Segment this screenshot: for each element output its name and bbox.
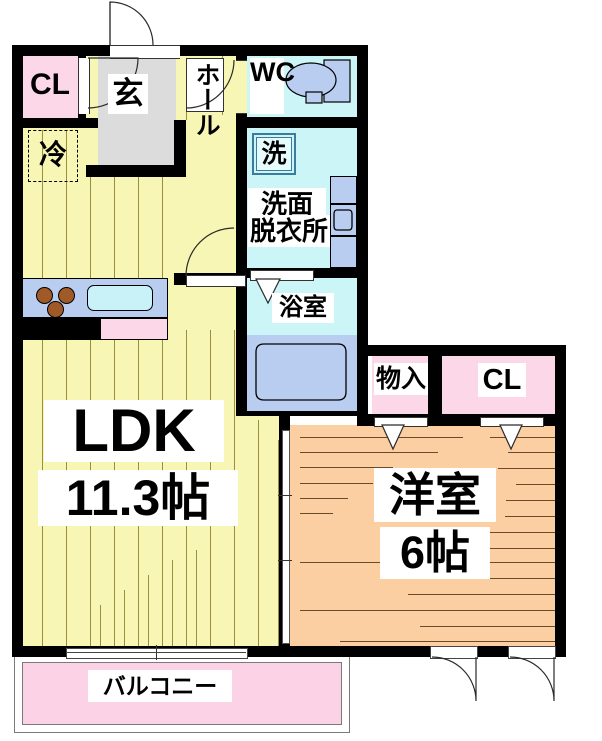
bath-door-opening[interactable] xyxy=(250,270,314,281)
floor-grain xyxy=(516,484,566,485)
wall-genkan-bottom xyxy=(86,165,186,177)
floor-grain xyxy=(490,532,566,533)
storage-monoire-label: 物入 xyxy=(374,363,428,395)
vanity-counter-bottom xyxy=(330,236,357,268)
bedroom-window-right-swing xyxy=(509,656,555,702)
refrigerator-label: 冷 xyxy=(38,139,67,170)
ldk-label: LDK xyxy=(44,400,224,462)
wall-wc-bottom xyxy=(236,117,368,128)
bathtub xyxy=(255,343,347,401)
closet-entry-door[interactable] xyxy=(78,58,90,114)
wc-label: WC xyxy=(250,58,295,114)
floor-grain xyxy=(300,467,393,468)
floor-grain xyxy=(278,440,279,647)
wall-top xyxy=(180,45,368,56)
floor-grain xyxy=(490,437,566,438)
floor-grain xyxy=(340,641,566,642)
hall-ldk-door[interactable] xyxy=(186,275,246,287)
bath-door-marker xyxy=(255,278,281,305)
floor-grain xyxy=(506,500,566,501)
floor-grain xyxy=(300,483,373,484)
closet-entry-label: CL xyxy=(30,68,70,101)
entrance-door-opening[interactable] xyxy=(110,45,180,59)
floor-grain xyxy=(420,626,566,627)
floor-grain xyxy=(124,590,125,647)
entrance-door-swing xyxy=(109,1,154,46)
closet-bedroom-label: CL xyxy=(478,363,526,397)
bedroom-label: 洋室 xyxy=(374,468,496,522)
floor-grain xyxy=(438,578,566,579)
kitchen-cabinet xyxy=(100,318,168,340)
floor-grain xyxy=(148,575,149,647)
storage-monoire-marker xyxy=(381,424,405,451)
floor-grain xyxy=(300,452,438,453)
bedroom-size-label: 6帖 xyxy=(380,527,490,579)
sliding-door-rail-mark xyxy=(278,560,292,561)
closet-bedroom-marker xyxy=(499,424,523,451)
wall-bedroom-bottom xyxy=(279,646,566,657)
bedroom-window-left[interactable] xyxy=(430,646,478,659)
gas-stove xyxy=(58,287,75,304)
floor-grain xyxy=(300,610,566,611)
wall-storage-divider xyxy=(428,345,442,417)
floor-grain xyxy=(300,513,333,514)
window-mullion xyxy=(66,652,246,653)
balcony-label: バルコニー xyxy=(88,670,232,702)
floor-grain xyxy=(172,560,173,647)
washroom-label-line2: 脱衣所 xyxy=(248,215,330,247)
washing-machine-inner xyxy=(256,137,292,171)
vanity-sink xyxy=(333,209,353,231)
gas-stove xyxy=(36,287,53,304)
wall-right xyxy=(555,345,566,657)
floor-grain xyxy=(42,130,43,647)
vanity-counter-top xyxy=(330,176,357,204)
sliding-door-rail-mark xyxy=(278,495,292,496)
hall-door-panel[interactable] xyxy=(186,58,224,112)
bathtub-area xyxy=(247,335,357,411)
refrigerator-outline xyxy=(28,130,78,182)
wall-top xyxy=(12,45,110,56)
ldk-size-label: 11.3帖 xyxy=(38,470,238,526)
wall-wet-right xyxy=(357,45,368,415)
bedroom-window-left-swing xyxy=(431,656,477,702)
floor-grain xyxy=(505,516,566,517)
washroom-label-line1: 洗面 xyxy=(248,188,326,220)
floor-grain xyxy=(66,130,67,647)
wall-closet-entry-bottom xyxy=(22,118,98,128)
genkan-label: 玄 xyxy=(108,74,148,114)
floor-grain xyxy=(300,437,463,438)
floor-grain xyxy=(498,468,566,469)
closet-entry-floor xyxy=(22,55,78,118)
washing-machine-label: 洗 xyxy=(261,140,287,168)
wall-left xyxy=(12,45,23,657)
wc-door[interactable] xyxy=(236,60,247,114)
floor-grain xyxy=(100,605,101,647)
bath-label: 浴室 xyxy=(272,293,334,323)
floor-grain xyxy=(196,550,197,647)
floor-grain xyxy=(258,420,259,647)
ldk-balcony-window[interactable] xyxy=(66,648,248,659)
hall-door-swing xyxy=(185,59,235,109)
floor-grain xyxy=(408,594,566,595)
bedroom-window-right[interactable] xyxy=(508,646,556,659)
floor-grain xyxy=(465,548,566,549)
ldk-bedroom-sliding-door[interactable] xyxy=(282,430,290,644)
kitchen-sink xyxy=(87,285,153,311)
wall-storage-top xyxy=(357,345,566,356)
washroom-sliding-door[interactable] xyxy=(240,132,244,262)
floor-grain xyxy=(508,452,566,453)
wall-genkan-right xyxy=(174,120,186,177)
hall-label: ホール xyxy=(192,62,220,137)
floor-grain xyxy=(300,498,348,499)
gas-stove xyxy=(47,301,64,318)
toilet-icon xyxy=(285,59,351,104)
hall-ldk-door-swing xyxy=(185,227,235,277)
